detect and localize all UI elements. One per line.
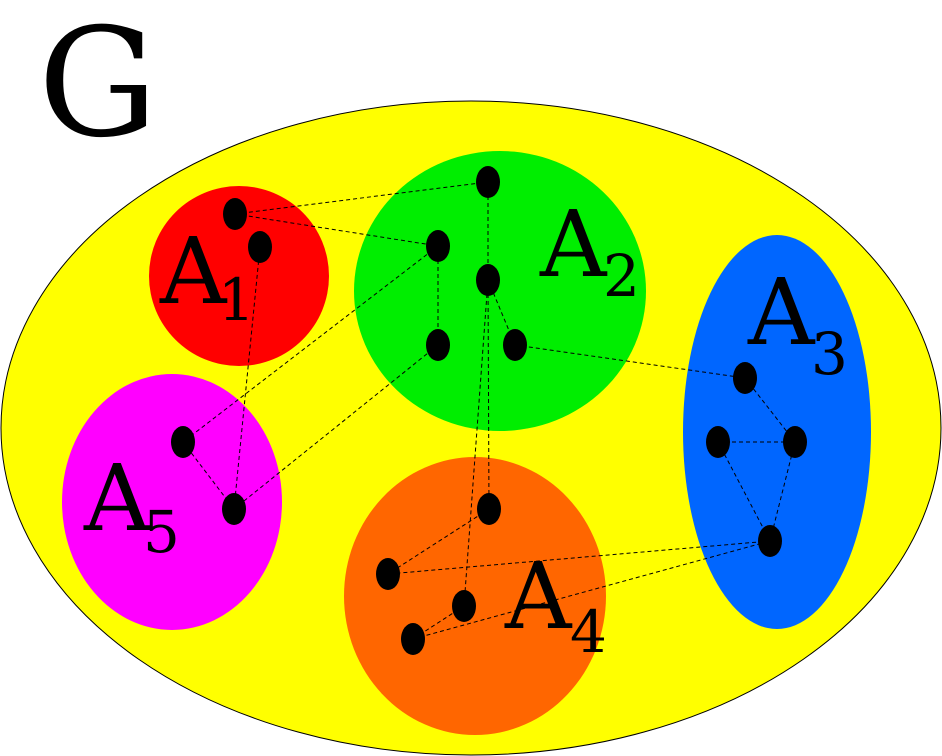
node-n3 [476,166,500,198]
edge-n7-n8 [514,344,746,379]
node-n7 [503,329,527,361]
nodes-layer [171,166,807,655]
node-n6 [426,329,450,361]
cluster-a5-subscript: 5 [143,498,180,566]
edge-n5-n12 [487,279,490,510]
cluster-a4-region [344,457,606,735]
edge-n6-n17 [233,344,439,510]
cluster-a4-subscript: 4 [570,598,607,666]
cluster-a5-letter: A [83,445,152,552]
node-n14 [401,623,425,655]
edge-n14-n11 [412,540,771,640]
node-n11 [758,525,782,557]
cluster-a2-letter: A [539,191,608,298]
node-n17 [222,493,246,525]
cluster-a1-region [149,186,329,366]
cluster-a5-region [62,374,282,630]
cluster-a2-label: A 2 [539,191,640,310]
node-n1 [223,198,247,230]
cluster-a1-letter: A [159,218,228,325]
edge-n2-n17 [233,246,261,510]
cluster-a1-subscript: 1 [218,266,255,334]
cluster-a2-subscript: 2 [603,242,640,310]
node-n2 [248,231,272,263]
node-n10 [783,426,807,458]
node-n9 [706,426,730,458]
node-n5 [476,264,500,296]
edge-n12-n15 [387,508,490,575]
cluster-a5-label: A 5 [83,445,180,566]
edge-n4-n16 [182,245,439,443]
edge-n10-n11 [769,441,796,542]
cluster-a4-letter: A [504,543,573,650]
node-n8 [733,362,757,394]
node-n13 [452,590,476,622]
cluster-a4-label: A 4 [504,543,607,666]
graph-label: G [38,0,158,171]
cluster-a1-label: A 1 [159,218,255,334]
node-n15 [376,558,400,590]
node-n4 [426,230,450,262]
cluster-a3-label: A 3 [747,259,848,388]
edge-n1-n3 [234,181,489,215]
cluster-a3-region [683,235,871,629]
node-n16 [171,426,195,458]
cluster-a3-subscript: 3 [811,320,848,388]
cluster-a3-letter: A [747,259,816,366]
cluster-a2-region [354,151,646,431]
edge-n9-n11 [717,441,771,542]
edge-n5-n13 [463,279,489,607]
node-n12 [477,493,501,525]
edge-n1-n4 [234,213,439,247]
edge-n11-n15 [387,540,771,575]
